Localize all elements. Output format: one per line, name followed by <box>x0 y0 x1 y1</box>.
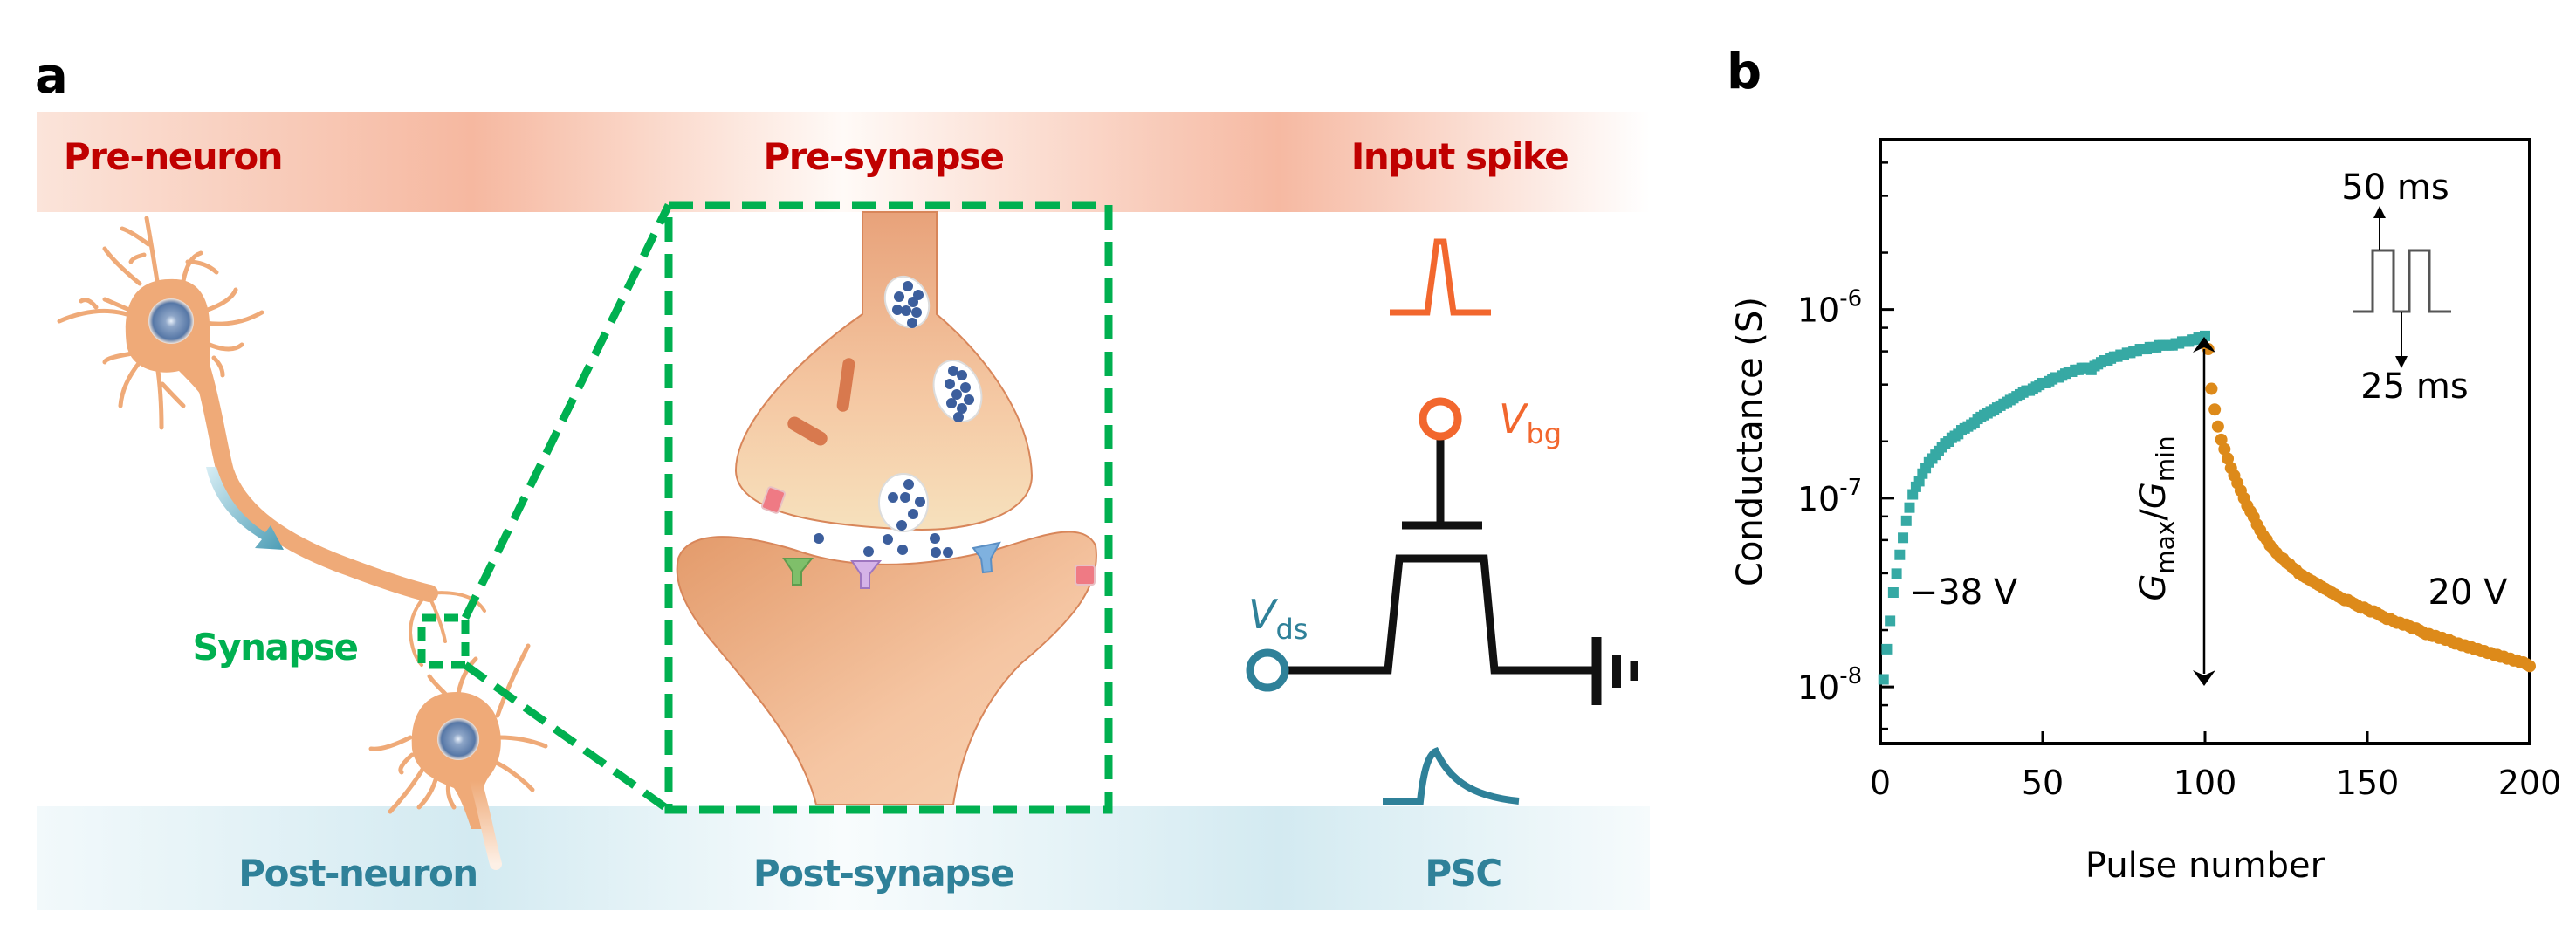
y-tick-label: 10-8 <box>1797 663 1862 707</box>
pre-neuron-soma <box>125 278 218 410</box>
x-tick-label: 0 <box>1870 764 1891 802</box>
data-point <box>1904 502 1915 513</box>
post-neuron-nucleus <box>437 718 479 760</box>
axon-terminal <box>408 591 486 667</box>
zoom-indicator <box>417 203 673 813</box>
data-point <box>1891 568 1902 579</box>
conductance-chart: 0 50 100 150 200 10-6 10-7 10-8 Pulse number C… <box>1730 138 2561 886</box>
x-axis-title: Pulse number <box>2085 846 2325 886</box>
panel-b-label: b <box>1727 44 1762 100</box>
transistor-circuit <box>1288 436 1638 705</box>
series-potentiation <box>1878 330 2210 685</box>
data-point <box>2524 660 2536 673</box>
pre-neuron-illustration <box>57 216 486 667</box>
post-synapse-label: Post-synapse <box>753 852 1013 894</box>
vbg-label: Vbg <box>1499 395 1562 450</box>
arrow-up-icon <box>2373 206 2386 218</box>
x-ticks: 0 50 100 150 200 <box>1870 731 2561 802</box>
data-point <box>1887 587 1899 598</box>
x-tick-label: 150 <box>2336 764 2400 802</box>
gmax-gmin-label: Gmax/Gmin <box>2133 435 2180 600</box>
data-point <box>2222 452 2235 465</box>
channel-wire <box>1288 554 1595 675</box>
series-depression <box>2202 343 2536 673</box>
data-point <box>1885 615 1896 627</box>
pulse-width-label: 50 ms <box>2341 168 2449 208</box>
panel-a-label: a <box>35 48 68 105</box>
x-tick-label: 100 <box>2174 764 2237 802</box>
receptor-blue <box>972 541 1001 574</box>
data-point <box>1881 643 1893 655</box>
drain-terminal-icon <box>1246 648 1289 692</box>
post-band <box>37 806 1650 910</box>
x-tick-label: 50 <box>2022 764 2064 802</box>
post-neuron-illustration <box>368 643 548 870</box>
data-point <box>1894 549 1906 560</box>
post-neuron-dendrites <box>368 643 548 814</box>
data-point <box>2200 330 2210 341</box>
data-point <box>1878 674 1889 685</box>
post-neuron-axon <box>470 775 502 870</box>
synapse-zoom-box <box>664 201 1113 814</box>
zoom-line-bottom <box>463 661 671 813</box>
y-tick-label: 10-7 <box>1797 475 1862 518</box>
mitochondria <box>787 358 855 446</box>
arrow-down-icon <box>2193 670 2215 686</box>
pulse-train <box>2353 249 2451 313</box>
y-ticks: 10-6 10-7 10-8 <box>1797 286 1894 707</box>
input-spike-label: Input spike <box>1351 135 1568 178</box>
data-point <box>2205 382 2218 395</box>
synapse-detail <box>676 211 1097 805</box>
gate-terminal-icon <box>1419 397 1462 441</box>
x-tick-label: 200 <box>2498 764 2562 802</box>
receptor-green <box>782 558 814 586</box>
post-synapse-terminal <box>676 531 1097 805</box>
pre-synapse-label: Pre-synapse <box>763 135 1003 178</box>
pulse-interval-label: 25 ms <box>2360 367 2468 407</box>
receptor-purple <box>850 560 883 589</box>
potentiation-voltage-label: −38 V <box>1909 572 2018 613</box>
psc-waveform <box>1383 746 1520 805</box>
y-minor-ticks <box>1880 161 1888 730</box>
data-point <box>2211 420 2224 433</box>
synapse-label: Synapse <box>193 626 358 668</box>
pre-neuron-axon <box>194 362 438 602</box>
pre-neuron-label: Pre-neuron <box>64 135 282 178</box>
pre-neuron-nucleus <box>148 298 194 344</box>
neurotransmitter-dots <box>814 281 974 558</box>
post-neuron-label: Post-neuron <box>238 852 477 894</box>
data-point <box>2208 403 2222 416</box>
pre-neuron-dendrites <box>57 216 264 430</box>
zoom-line-top <box>461 203 673 620</box>
data-point <box>2215 433 2228 446</box>
y-tick-label: 10-6 <box>1797 286 1862 330</box>
ratio-arrow <box>2193 337 2215 686</box>
receptors <box>782 541 1001 589</box>
depression-voltage-label: 20 V <box>2428 572 2509 613</box>
pre-band <box>37 112 1650 212</box>
psc-label: PSC <box>1425 852 1501 894</box>
ion-channels <box>761 486 1096 586</box>
signal-direction-arrow-icon <box>206 467 284 550</box>
input-spike-waveform <box>1390 238 1491 316</box>
arrow-down-icon <box>2395 356 2408 368</box>
arrow-up-icon <box>2193 337 2215 353</box>
data-point <box>1898 532 1909 544</box>
pre-synapse-terminal <box>734 211 1034 531</box>
pulse-inset: 50 ms 25 ms <box>2341 168 2468 407</box>
y-axis-title: Conductance (S) <box>1730 297 1770 586</box>
data-point <box>1900 515 1912 526</box>
data-point <box>2218 442 2231 456</box>
vds-label: Vds <box>1248 591 1308 646</box>
